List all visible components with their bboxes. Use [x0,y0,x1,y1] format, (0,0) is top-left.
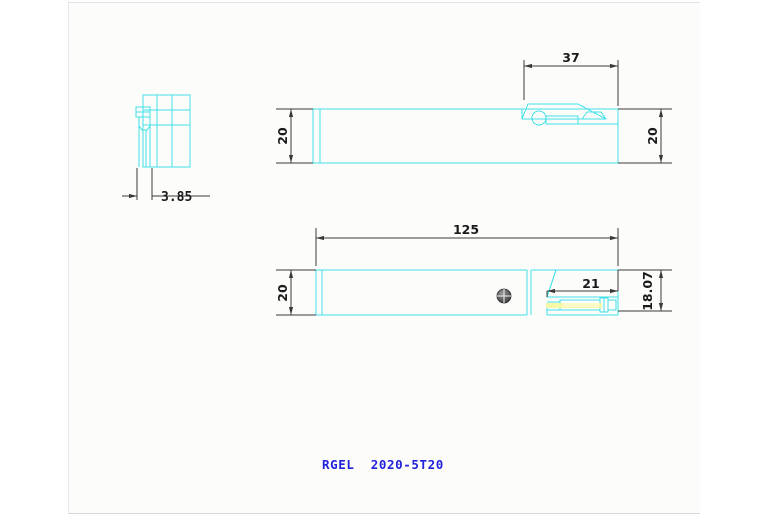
dimension-label-18-07: 18.07 [640,271,655,311]
top-view-dimension-20-right [618,108,672,164]
fastener-head-icon [496,288,512,304]
dimension-label-37: 37 [562,50,579,65]
end-view-dimension-3-85 [122,168,210,200]
dimension-label-125: 125 [453,222,479,237]
bottom-view-dimension-18-07 [618,269,672,312]
dimension-label-3-85: 3.85 [161,190,192,205]
bottom-view-dimension-21 [546,270,619,297]
dimension-label-20-top-right: 20 [645,127,660,145]
part-number-label: RGEL 2020-5T20 [322,457,444,472]
top-view-dimension-20-left [276,108,313,164]
drawing-sheet [68,2,700,514]
top-view-geometry [312,103,619,164]
dimension-label-20-bottom-left: 20 [275,284,290,302]
bottom-view-dimension-20-left [276,269,316,316]
dimension-label-21: 21 [582,276,599,291]
dimension-label-20-top-left: 20 [275,127,290,145]
bottom-view-highlight-strip [546,303,602,308]
bottom-view-geometry [315,269,619,316]
end-view-geometry [135,94,191,168]
bottom-view-dimension-125 [315,228,619,266]
top-view-dimension-37 [523,60,619,106]
